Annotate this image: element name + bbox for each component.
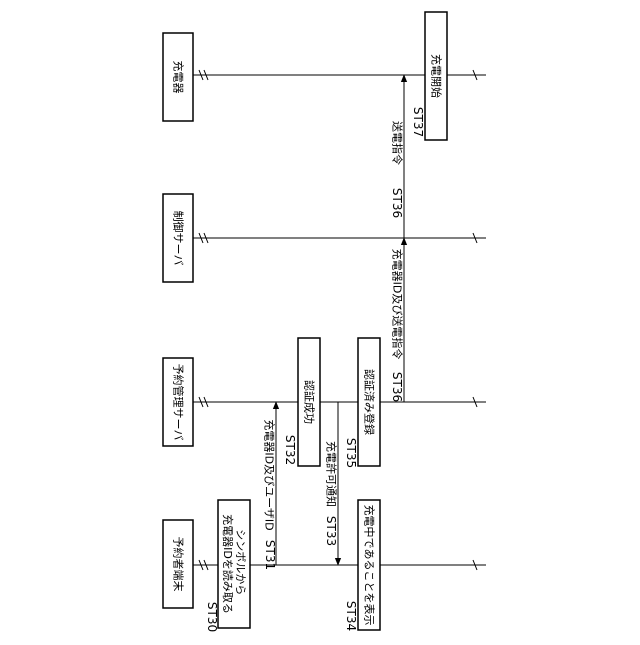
activity-st30: シンボルから 充電器IDを読み取る <box>218 500 250 628</box>
activity-st32: 認証成功 <box>298 338 320 466</box>
st34-id: ST34 <box>344 601 358 631</box>
activity-st35: 認証済み登録 <box>358 338 380 466</box>
lane-label-reservation-server: 予約管理サーバ <box>172 364 186 441</box>
st34-text: 充電中であることを表示 <box>363 505 377 626</box>
lane-header-reserver-terminal: 予約者端末 <box>163 520 193 608</box>
lane-label-control-server: 制御サーバ <box>172 211 186 266</box>
st36b-text: 送電指令 <box>391 121 405 165</box>
st30-id: ST30 <box>205 602 219 632</box>
lane-label-reserver-terminal: 予約者端末 <box>172 537 186 592</box>
message-labels: 充電器ID及びユーザID 充電許可通知 充電器ID及び送電指令 送電指令 <box>263 121 405 531</box>
lifelines <box>193 75 486 565</box>
st36a-text: 充電器ID及び送電指令 <box>391 249 405 360</box>
st32-text: 認証成功 <box>303 380 317 424</box>
st35-text: 認証済み登録 <box>363 369 377 435</box>
st31-id: ST31 <box>263 540 277 570</box>
st36b-id: ST36 <box>390 188 404 218</box>
st33-id: ST33 <box>324 516 338 546</box>
lane-label-charger: 充電器 <box>172 61 186 94</box>
activity-st34: 充電中であることを表示 <box>358 500 380 630</box>
lane-header-charger: 充電器 <box>163 33 193 121</box>
st32-id: ST32 <box>283 435 297 465</box>
st35-id: ST35 <box>344 438 358 468</box>
st37-text: 充電開始 <box>430 54 444 98</box>
st33-text: 充電許可通知 <box>325 441 339 507</box>
st31-text: 充電器ID及びユーザID <box>263 419 277 530</box>
messages <box>276 75 404 565</box>
activity-st37: 充電開始 <box>425 12 447 140</box>
lane-header-reservation-server: 予約管理サーバ <box>163 358 193 446</box>
st30-line1: シンボルから <box>234 529 247 595</box>
st36a-id: ST36 <box>390 372 404 402</box>
lane-header-control-server: 制御サーバ <box>163 194 193 282</box>
st37-id: ST37 <box>411 107 425 137</box>
st30-line2: 充電器IDを読み取る <box>221 514 235 614</box>
